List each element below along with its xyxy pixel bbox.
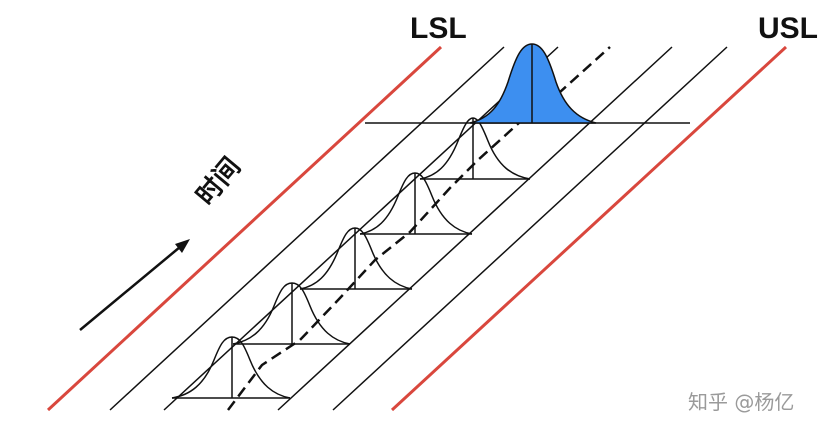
distribution-curve-2 [232,282,351,345]
distribution-curve-1 [171,336,291,399]
distribution-curve-4 [359,172,473,235]
usl-line [390,45,788,412]
watermark: 知乎 @杨亿 [688,390,795,414]
lsl-label: LSL [410,12,467,45]
highlighted-distribution [365,43,690,124]
distribution-curves [171,117,531,399]
time-arrow [79,239,190,331]
distribution-curve-3 [299,227,413,290]
lsl-line [46,45,443,412]
diagonal-guide-lines [109,46,728,411]
usl-label: USL [758,12,818,45]
distribution-curve-5 [419,117,531,180]
